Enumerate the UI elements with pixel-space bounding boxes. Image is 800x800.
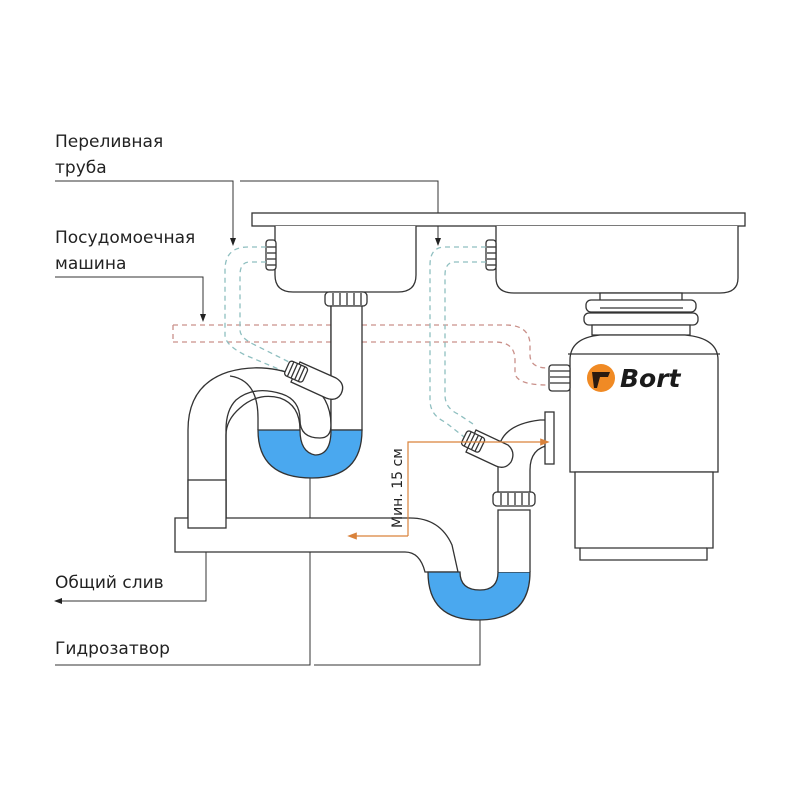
left-overflow-nozzle	[265, 239, 277, 271]
left-tailpiece	[330, 305, 363, 431]
min-height-dimension: Мин. 15 см	[347, 438, 550, 540]
right-overflow-hose	[429, 246, 486, 441]
leader-water-seal	[55, 452, 483, 666]
bort-logo-icon	[587, 364, 615, 392]
food-waste-disposer	[568, 292, 720, 561]
left-overflow-hose	[224, 246, 306, 379]
label-dishwasher-line2: машина	[55, 254, 126, 274]
label-overflow-pipe-line1: Переливная	[55, 132, 163, 152]
dishwasher-hose	[172, 324, 549, 386]
left-trap-water	[257, 429, 363, 479]
leader-dishwasher	[55, 276, 206, 322]
label-water-seal: Гидрозатвор	[55, 639, 170, 659]
disposer-outlet-flange	[544, 411, 555, 465]
countertop	[251, 212, 746, 227]
left-drain-nut	[324, 291, 368, 307]
disposer-dishwasher-inlet	[548, 364, 571, 392]
min-height-label: Мин. 15 см	[390, 448, 406, 528]
label-common-drain: Общий слив	[55, 573, 164, 593]
left-trap-outlet	[187, 479, 227, 529]
right-trap-nut	[492, 491, 536, 507]
right-overflow-nozzle	[485, 239, 497, 271]
label-overflow-pipe-line2: труба	[55, 158, 107, 178]
bort-logo: Bort	[587, 364, 682, 393]
left-sink-bowl	[274, 226, 417, 293]
right-sink-bowl	[495, 226, 739, 294]
left-dishwasher-inlet	[284, 360, 344, 400]
label-dishwasher-line1: Посудомоечная	[55, 228, 195, 248]
right-trap-water	[427, 571, 531, 621]
bort-logo-text: Bort	[620, 364, 682, 393]
right-trap-riser	[497, 509, 531, 572]
